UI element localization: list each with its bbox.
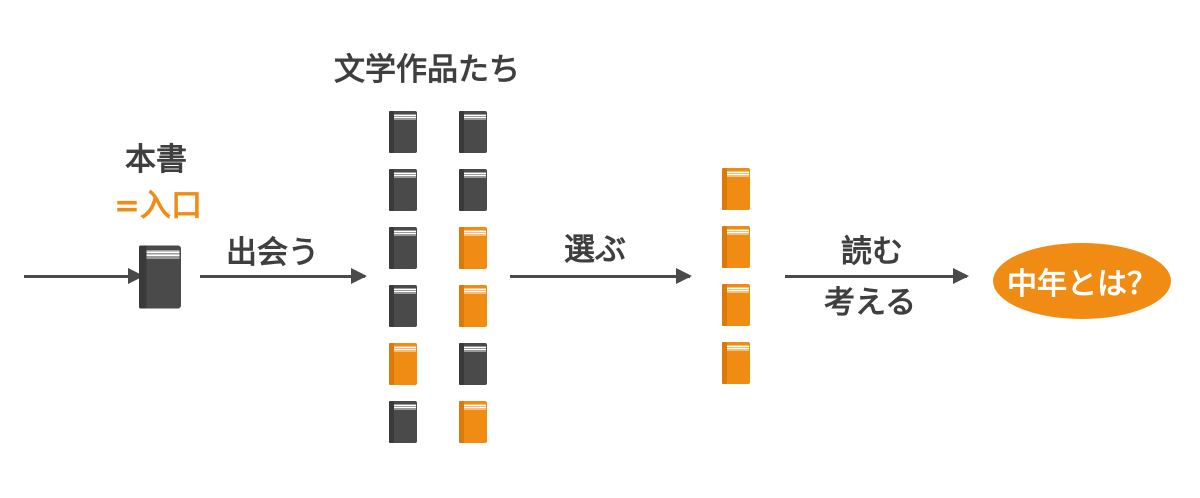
- book-icon: [139, 245, 181, 309]
- book-entry-label: =入口: [114, 188, 202, 224]
- book-icon: [722, 284, 750, 326]
- book-icon: [459, 343, 487, 385]
- book-icon: [389, 111, 417, 153]
- book-icon: [389, 285, 417, 327]
- book-icon: [389, 169, 417, 211]
- book-icon: [722, 168, 750, 210]
- arrow-right-icon: [200, 268, 367, 284]
- book-icon: [459, 111, 487, 153]
- read-label: 読む: [841, 234, 903, 270]
- literary-works-label: 文学作品たち: [334, 52, 520, 88]
- book-icon: [389, 227, 417, 269]
- goal-ellipse: 中年とは？: [993, 243, 1171, 319]
- book-icon: [722, 226, 750, 268]
- arrow-right-icon: [510, 268, 692, 284]
- think-label: 考える: [824, 285, 917, 321]
- choose-label: 選ぶ: [564, 232, 626, 268]
- book-icon: [459, 169, 487, 211]
- book-icon: [389, 401, 417, 443]
- book-icon: [459, 401, 487, 443]
- book-icon: [722, 342, 750, 384]
- meet-label: 出会う: [226, 235, 319, 271]
- book-icon: [459, 227, 487, 269]
- book-icon: [459, 285, 487, 327]
- book-icon: [389, 343, 417, 385]
- arrow-right-icon: [785, 268, 969, 284]
- goal-label: 中年とは？: [1007, 267, 1157, 302]
- arrow-right-icon: [24, 268, 144, 284]
- book-title-label: 本書: [125, 142, 187, 178]
